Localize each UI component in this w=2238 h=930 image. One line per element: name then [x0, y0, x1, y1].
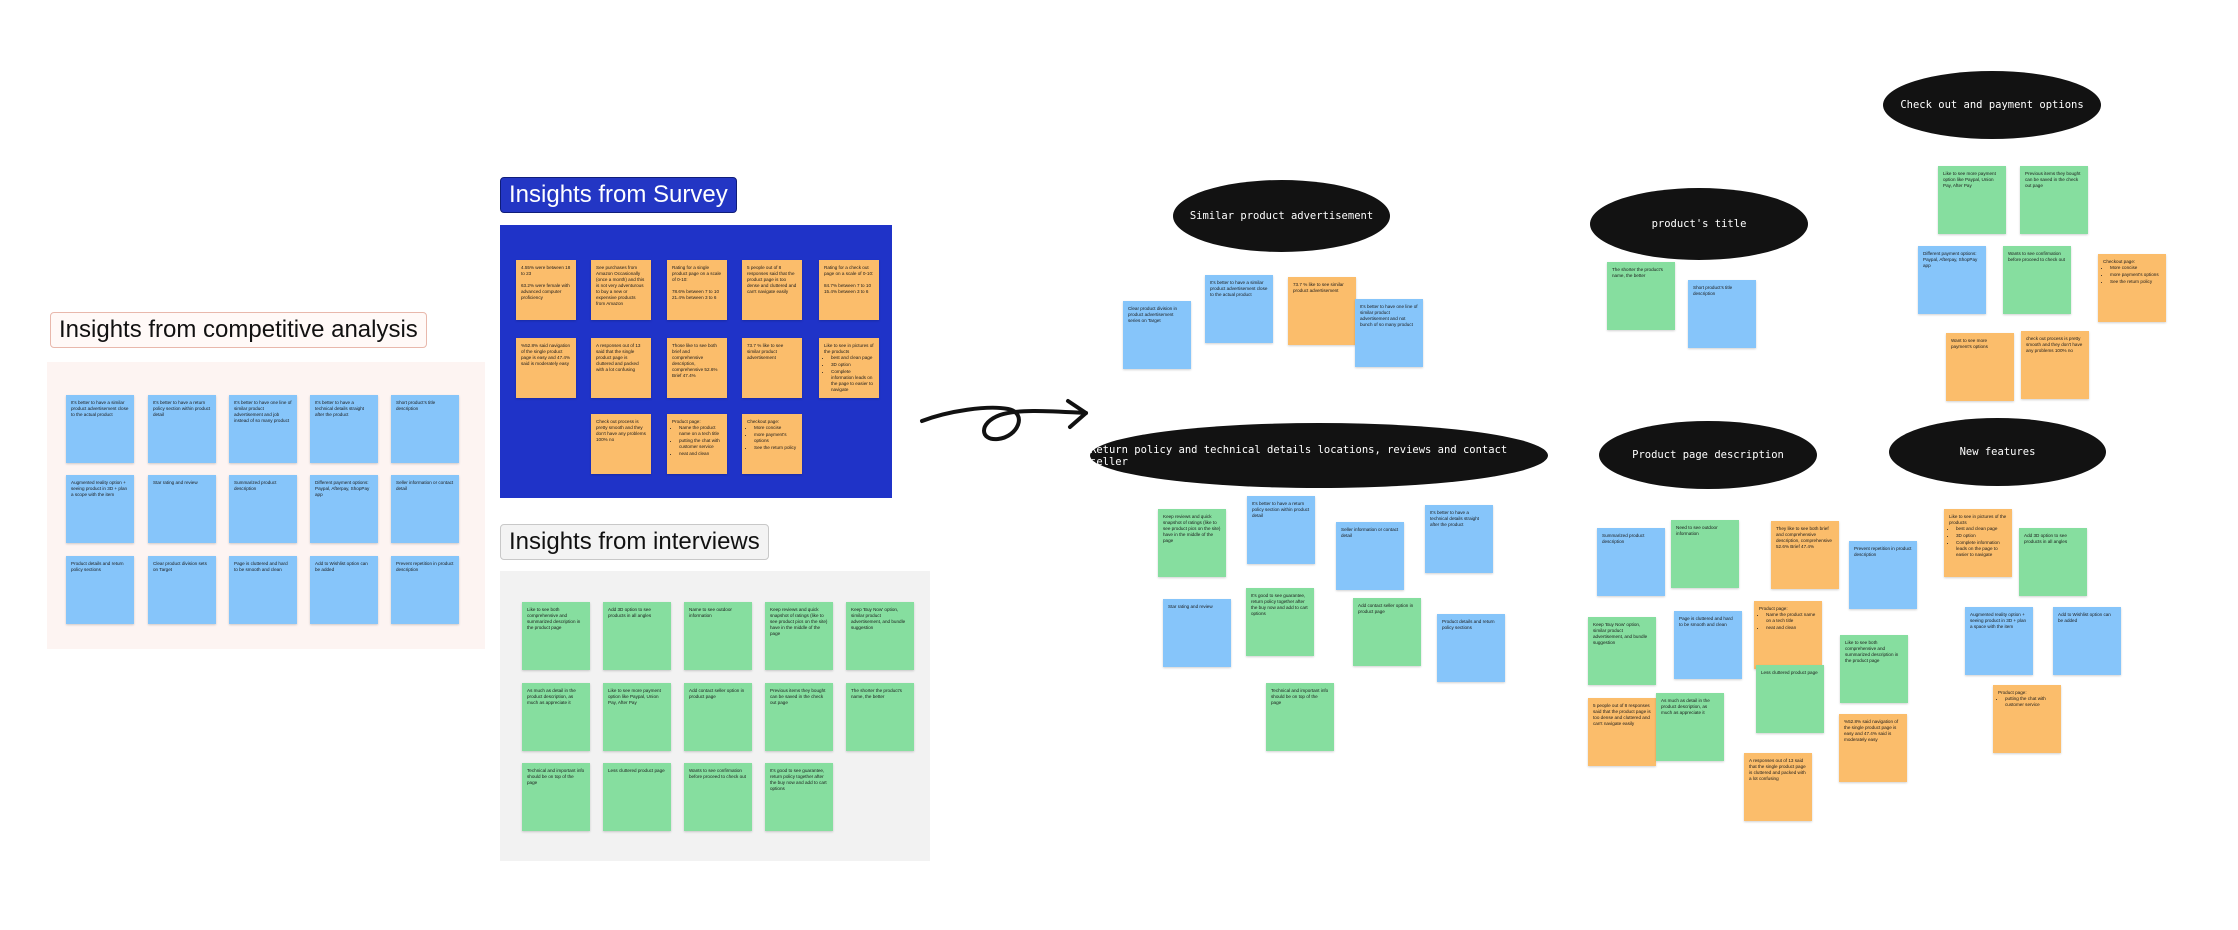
- competitive-note[interactable]: Different payment options: Paypal, After…: [310, 475, 378, 543]
- competitive-analysis-title[interactable]: Insights from competitive analysis: [50, 312, 427, 348]
- group-label-product-description[interactable]: Product page description: [1599, 421, 1817, 489]
- group-note-description[interactable]: 5 people out of 8 responses said that th…: [1588, 698, 1656, 766]
- competitive-note[interactable]: Star rating and review: [148, 475, 216, 543]
- group-note-description[interactable]: Prevent repetition in product descriptio…: [1849, 541, 1917, 609]
- interviews-title[interactable]: Insights from interviews: [500, 524, 769, 560]
- group-note-description[interactable]: Keep 'Buy Now' option, similar product a…: [1588, 617, 1656, 685]
- group-note-returns[interactable]: Product details and return policy sectio…: [1437, 614, 1505, 682]
- group-note-checkout[interactable]: Wants to see confirmation before proceed…: [2003, 246, 2071, 314]
- hand-drawn-arrow-icon: [920, 399, 1088, 442]
- survey-note[interactable]: A responses out of 13 said that the sing…: [591, 338, 651, 398]
- group-note-checkout[interactable]: check out process is pretty smooth and t…: [2021, 331, 2089, 399]
- interview-note[interactable]: It's good to see guarantee, return polic…: [765, 763, 833, 831]
- group-note-returns[interactable]: It's better to have a return policy sect…: [1247, 496, 1315, 564]
- group-note-features[interactable]: Add 3D option to see products in all ang…: [2019, 528, 2087, 596]
- survey-title[interactable]: Insights from Survey: [500, 177, 737, 213]
- interview-note[interactable]: Less cluttered product page: [603, 763, 671, 831]
- competitive-note[interactable]: Short product's title description: [391, 395, 459, 463]
- group-note-similar[interactable]: It's better to have one line of similar …: [1355, 299, 1423, 367]
- group-label-similar-product[interactable]: Similar product advertisement: [1173, 180, 1390, 252]
- group-label-checkout[interactable]: Check out and payment options: [1883, 71, 2101, 139]
- interview-note[interactable]: Add 3D option to see products in all ang…: [603, 602, 671, 670]
- group-label-new-features[interactable]: New features: [1889, 418, 2106, 486]
- group-note-checkout[interactable]: Previous items they bought can be saved …: [2020, 166, 2088, 234]
- group-note-returns[interactable]: It's better to have a technical details …: [1425, 505, 1493, 573]
- group-note-description[interactable]: Summarized product description: [1597, 528, 1665, 596]
- group-note-similar[interactable]: It's better to have a similar product ad…: [1205, 275, 1273, 343]
- competitive-note[interactable]: It's better to have a technical details …: [310, 395, 378, 463]
- group-note-description[interactable]: A responses out of 13 said that the sing…: [1744, 753, 1812, 821]
- survey-note[interactable]: Product page:Name the product name on a …: [667, 414, 727, 474]
- competitive-note[interactable]: Augmented reality option + seeing produc…: [66, 475, 134, 543]
- survey-note[interactable]: %52.8% said navigation of the single pro…: [516, 338, 576, 398]
- group-note-description[interactable]: Page is cluttered and hard to be smooth …: [1674, 611, 1742, 679]
- interview-note[interactable]: Keep reviews and quick snapshot of ratin…: [765, 602, 833, 670]
- interview-note[interactable]: Wants to see confirmation before proceed…: [684, 763, 752, 831]
- survey-note[interactable]: Check out process is pretty smooth and t…: [591, 414, 651, 474]
- interview-note[interactable]: Previous items they bought can be saved …: [765, 683, 833, 751]
- survey-note[interactable]: Those like to see both brief and compreh…: [667, 338, 727, 398]
- competitive-note[interactable]: Page is cluttered and hard to be smooth …: [229, 556, 297, 624]
- group-note-returns[interactable]: Technical and important info should be o…: [1266, 683, 1334, 751]
- competitive-note[interactable]: Product details and return policy sectio…: [66, 556, 134, 624]
- group-note-description[interactable]: Like to see both comprehensive and summa…: [1840, 635, 1908, 703]
- group-note-description[interactable]: Product page:Name the product name on a …: [1754, 601, 1822, 669]
- survey-note[interactable]: Checkout page:More concisemore payment's…: [742, 414, 802, 474]
- competitive-note[interactable]: It's better to have a return policy sect…: [148, 395, 216, 463]
- interview-note[interactable]: Name to see outdoor information: [684, 602, 752, 670]
- competitive-note[interactable]: It's better to have one line of similar …: [229, 395, 297, 463]
- group-note-title[interactable]: Short product's title description: [1688, 280, 1756, 348]
- competitive-note[interactable]: Prevent repetition in product descriptio…: [391, 556, 459, 624]
- group-note-description[interactable]: %52.8% said navigation of the single pro…: [1839, 714, 1907, 782]
- group-label-product-title[interactable]: product's title: [1590, 188, 1808, 260]
- group-note-returns[interactable]: It's good to see guarantee, return polic…: [1246, 588, 1314, 656]
- interview-note[interactable]: Technical and important info should be o…: [522, 763, 590, 831]
- interview-note[interactable]: Add contact seller option in product pag…: [684, 683, 752, 751]
- interview-note[interactable]: As much as detail in the product descrip…: [522, 683, 590, 751]
- competitive-note[interactable]: Seller information or contact detail: [391, 475, 459, 543]
- survey-note[interactable]: 5 people out of 8 responses said that th…: [742, 260, 802, 320]
- group-note-checkout[interactable]: Checkout page:More concisemore payment's…: [2098, 254, 2166, 322]
- group-note-checkout[interactable]: Different payment options: Paypal, After…: [1918, 246, 1986, 314]
- group-note-description[interactable]: Need to see outdoor information: [1671, 520, 1739, 588]
- group-note-features[interactable]: Like to see in pictures of the productsb…: [1944, 509, 2012, 577]
- survey-note[interactable]: Rating for a single product page on a sc…: [667, 260, 727, 320]
- group-note-returns[interactable]: Add contact seller option in product pag…: [1353, 598, 1421, 666]
- group-note-similar[interactable]: Clear product division in product advert…: [1123, 301, 1191, 369]
- survey-note[interactable]: 73.7 % like to see similar product adver…: [742, 338, 802, 398]
- competitive-note[interactable]: Summarized product description: [229, 475, 297, 543]
- group-note-returns[interactable]: Keep reviews and quick snapshot of ratin…: [1158, 509, 1226, 577]
- group-label-return-policy[interactable]: Return policy and technical details loca…: [1090, 423, 1548, 488]
- interview-note[interactable]: The shorter the product's name, the bett…: [846, 683, 914, 751]
- group-note-title[interactable]: The shorter the product's name, the bett…: [1607, 262, 1675, 330]
- group-note-checkout[interactable]: Want to see more payment's options: [1946, 333, 2014, 401]
- group-note-description[interactable]: Less cluttered product page: [1756, 665, 1824, 733]
- group-note-description[interactable]: They like to see both brief and comprehe…: [1771, 521, 1839, 589]
- competitive-note[interactable]: It's better to have a similar product ad…: [66, 395, 134, 463]
- group-note-checkout[interactable]: Like to see more payment option like Pay…: [1938, 166, 2006, 234]
- group-note-description[interactable]: As much as detail in the product descrip…: [1656, 693, 1724, 761]
- survey-note[interactable]: Rating for a check out page on a scale o…: [819, 260, 879, 320]
- group-note-features[interactable]: Add to Wishlist option can be added: [2053, 607, 2121, 675]
- interview-note[interactable]: Keep 'Buy Now' option, similar product a…: [846, 602, 914, 670]
- group-note-features[interactable]: Augmented reality option + seeing produc…: [1965, 607, 2033, 675]
- survey-note[interactable]: See purchases from Amazon Occasionally (…: [591, 260, 651, 320]
- group-note-returns[interactable]: Star rating and review: [1163, 599, 1231, 667]
- survey-note[interactable]: Like to see in pictures of the productsb…: [819, 338, 879, 398]
- interview-note[interactable]: Like to see both comprehensive and summa…: [522, 602, 590, 670]
- interview-note[interactable]: Like to see more payment option like Pay…: [603, 683, 671, 751]
- group-note-returns[interactable]: Seller information or contact detail: [1336, 522, 1404, 590]
- group-note-features[interactable]: Product page:putting the chat with custo…: [1993, 685, 2061, 753]
- competitive-note[interactable]: Add to Wishlist option can be added: [310, 556, 378, 624]
- group-note-similar[interactable]: 73.7 % like to see similar product adver…: [1288, 277, 1356, 345]
- competitive-note[interactable]: Clear product division sets on Target: [148, 556, 216, 624]
